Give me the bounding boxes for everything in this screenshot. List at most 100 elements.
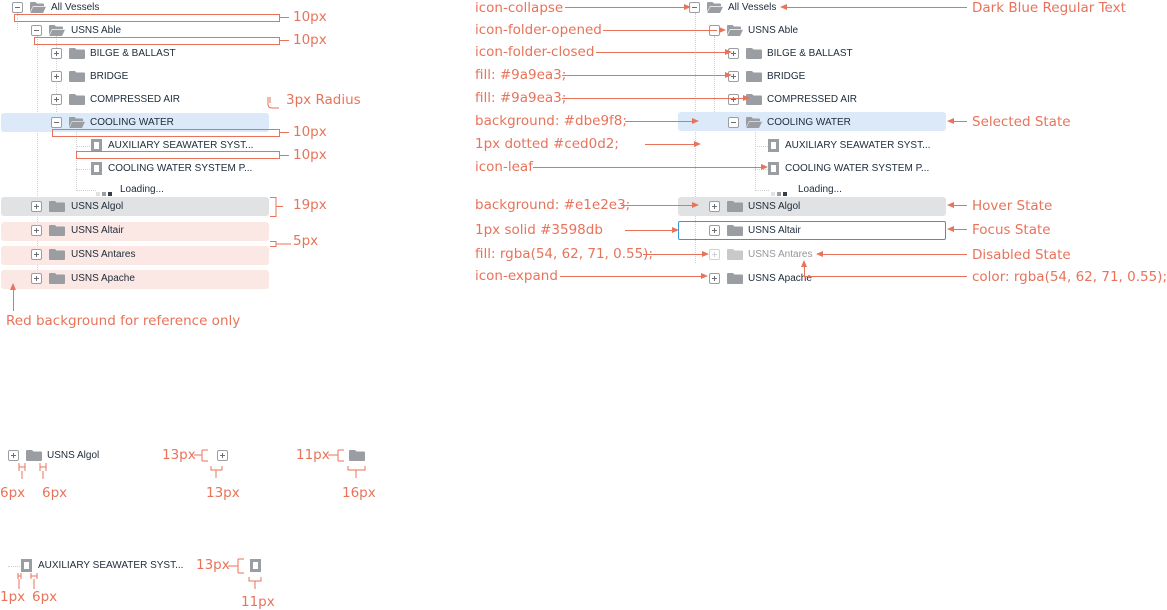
expand-icon[interactable] xyxy=(709,273,720,284)
loading-label: Loading... xyxy=(120,184,164,195)
tree-leaf-label[interactable]: AUXILIARY SEAWATER SYST... xyxy=(785,140,931,151)
annotation-label: icon-leaf xyxy=(475,159,533,175)
loading-indicator xyxy=(771,185,789,203)
annotation-label: fill: rgba(54, 62, 71, 0.55); xyxy=(475,246,653,262)
measure-label: 10px xyxy=(293,124,327,140)
expand-icon[interactable] xyxy=(31,249,42,260)
tree-node-label[interactable]: COMPRESSED AIR xyxy=(767,94,858,105)
folder-closed-icon xyxy=(727,201,743,212)
collapse-icon[interactable] xyxy=(728,117,739,128)
folder-opened-icon xyxy=(30,2,46,13)
measure-label: 19px xyxy=(293,197,327,213)
tree-node-label[interactable]: BILGE & BALLAST xyxy=(767,48,853,59)
expand-icon[interactable] xyxy=(51,71,62,82)
collapse-icon[interactable] xyxy=(31,25,42,36)
annotation-label: Selected State xyxy=(972,114,1071,130)
tree-root-label[interactable]: All Vessels xyxy=(51,2,100,13)
annotation-label: Dark Blue Regular Text xyxy=(972,0,1126,16)
spacing-label: 13px xyxy=(206,485,240,501)
expand-icon[interactable] xyxy=(31,201,42,212)
tree-node-label[interactable]: USNS Algol xyxy=(47,450,100,461)
measure-bracket xyxy=(34,37,280,45)
expand-icon[interactable] xyxy=(31,273,42,284)
loading-indicator xyxy=(96,185,114,203)
spacing-marker xyxy=(17,573,38,589)
spacing-marker xyxy=(194,449,223,478)
leaf-icon xyxy=(91,162,102,175)
tree-node-label[interactable]: USNS Antares xyxy=(71,249,136,260)
collapse-icon[interactable] xyxy=(12,2,23,13)
annotation-label: icon-collapse xyxy=(475,0,564,16)
spacing-label: 6px xyxy=(0,485,26,501)
reference-row-bg xyxy=(1,270,269,289)
hover-row-bg xyxy=(1,197,269,216)
left-tree-spec: All Vessels USNS Able BILGE & BALLAST BR… xyxy=(0,0,361,330)
reference-row-bg xyxy=(1,246,269,265)
tree-node-label[interactable]: BILGE & BALLAST xyxy=(90,48,176,59)
tree-node-label[interactable]: USNS Apache xyxy=(748,273,812,284)
measure-label: 10px xyxy=(293,147,327,163)
tree-node-label[interactable]: USNS Able xyxy=(748,25,799,36)
spacing-label: 16px xyxy=(342,485,376,501)
reference-row-bg xyxy=(1,222,269,241)
tree-leaf-label[interactable]: COOLING WATER SYSTEM P... xyxy=(108,163,253,174)
annotation-label: icon-folder-closed xyxy=(475,44,595,60)
measure-label: 5px xyxy=(293,233,319,249)
spacing-label: 6px xyxy=(32,589,58,605)
spacing-label: 6px xyxy=(42,485,68,501)
annotation-label: 1px dotted #ced0d2; xyxy=(475,136,619,152)
tree-node-label[interactable]: COOLING WATER xyxy=(767,117,851,128)
radius-marker xyxy=(267,97,279,109)
annotation-label: icon-expand xyxy=(475,268,558,284)
folder-closed-icon xyxy=(26,450,42,461)
expand-icon[interactable] xyxy=(31,225,42,236)
folder-closed-icon xyxy=(727,225,743,236)
expand-icon[interactable] xyxy=(709,225,720,236)
folder-closed-icon xyxy=(49,273,65,284)
folder-opened-icon xyxy=(746,117,762,128)
spacing-marker xyxy=(328,449,366,478)
measure-bracket xyxy=(14,14,280,22)
spacing-specs: USNS Algol 6px 6px 13px 13px 11px 16px A… xyxy=(0,430,420,610)
expand-icon[interactable] xyxy=(728,94,739,105)
annotation-label: 1px solid #3598db xyxy=(475,222,603,238)
collapse-icon[interactable] xyxy=(51,117,62,128)
tree-leaf-label[interactable]: AUXILIARY SEAWATER SYST... xyxy=(108,140,254,151)
folder-closed-icon xyxy=(746,71,762,82)
annotation-label: fill: #9a9ea3; xyxy=(475,90,567,106)
measure-label: 10px xyxy=(293,32,327,48)
folder-closed-icon xyxy=(727,249,743,260)
tree-root-label[interactable]: All Vessels xyxy=(728,2,777,13)
tree-node-label[interactable]: USNS Able xyxy=(71,25,122,36)
tree-leaf-label[interactable]: AUXILIARY SEAWATER SYST... xyxy=(38,560,184,571)
tree-leaf-label[interactable]: COOLING WATER SYSTEM P... xyxy=(785,163,930,174)
tree-node-label[interactable]: BRIDGE xyxy=(90,71,129,82)
annotation-label: Focus State xyxy=(972,222,1051,238)
measure-bracket xyxy=(52,129,280,137)
folder-closed-icon xyxy=(49,249,65,260)
expand-icon[interactable] xyxy=(8,450,19,461)
folder-closed-icon xyxy=(746,48,762,59)
expand-icon[interactable] xyxy=(51,94,62,105)
folder-closed-icon xyxy=(727,273,743,284)
expand-icon[interactable] xyxy=(709,201,720,212)
tree-node-label[interactable]: USNS Algol xyxy=(748,201,801,212)
radius-label: 3px Radius xyxy=(286,92,361,108)
reference-note: Red background for reference only xyxy=(6,313,241,329)
folder-closed-icon xyxy=(49,201,65,212)
tree-node-label[interactable]: COMPRESSED AIR xyxy=(90,94,181,105)
expand-icon[interactable] xyxy=(51,48,62,59)
tree-node-label[interactable]: USNS Apache xyxy=(71,273,135,284)
folder-opened-icon xyxy=(707,2,723,13)
tree-node-label[interactable]: BRIDGE xyxy=(767,71,806,82)
expand-icon[interactable] xyxy=(217,450,228,461)
tree-node-label[interactable]: USNS Altair xyxy=(748,225,801,236)
annotation-label: background: #e1e2e3; xyxy=(475,197,631,213)
spacing-marker xyxy=(18,463,47,479)
tree-node-label[interactable]: USNS Altair xyxy=(71,225,124,236)
measure-bracket xyxy=(270,241,291,247)
leaf-icon xyxy=(768,139,779,152)
leaf-icon xyxy=(250,559,261,572)
tree-node-label[interactable]: COOLING WATER xyxy=(90,117,174,128)
tree-node-label[interactable]: USNS Algol xyxy=(71,201,124,212)
